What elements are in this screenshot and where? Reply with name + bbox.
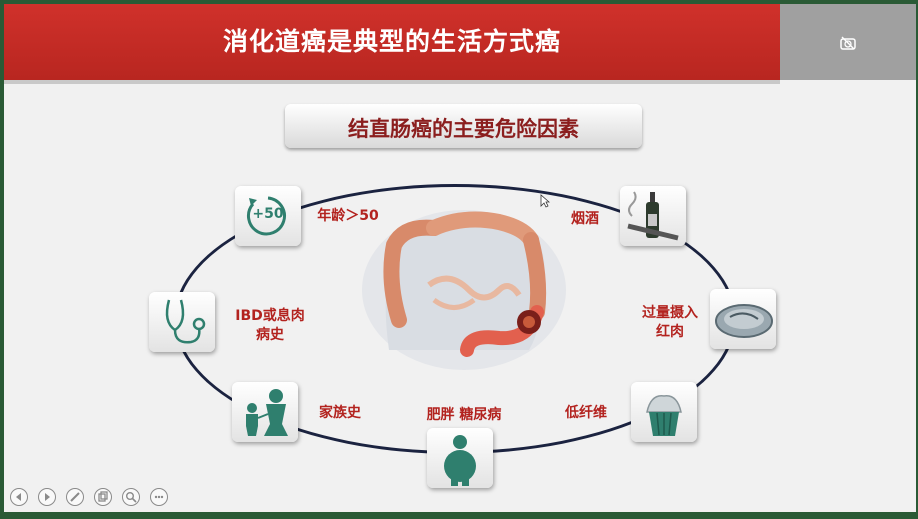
next-icon	[45, 493, 50, 501]
copy-button[interactable]	[94, 488, 112, 506]
smoking-alcohol-icon-box	[620, 186, 686, 246]
obesity-icon-box	[427, 428, 493, 488]
slide: 消化道癌是典型的生活方式癌 结直肠癌的主要危险因素	[4, 4, 916, 512]
age-icon-box: +50	[235, 186, 301, 246]
age-label: 年龄＞50	[317, 208, 379, 224]
pen-button[interactable]	[66, 488, 84, 506]
ibd-icon-box	[149, 292, 215, 352]
subtitle-box: 结直肠癌的主要危险因素	[285, 104, 642, 148]
title-bar: 消化道癌是典型的生活方式癌	[4, 4, 780, 84]
red-meat-label-line1: 过量摄入	[642, 305, 698, 321]
slide-subtitle: 结直肠癌的主要危险因素	[348, 117, 579, 141]
cupcake-icon	[646, 395, 682, 436]
family-label: 家族史	[319, 405, 361, 421]
red-meat-label: 过量摄入 红肉	[632, 304, 708, 342]
pen-icon	[70, 492, 80, 502]
obesity-label: 肥胖 糖尿病	[426, 407, 502, 423]
colon-illustration	[362, 210, 566, 370]
more-button[interactable]	[150, 488, 168, 506]
low-fiber-icon-box	[631, 382, 697, 442]
family-icon	[246, 389, 288, 436]
red-meat-icon-box	[710, 289, 776, 349]
age-cycle-icon	[246, 196, 286, 236]
more-icon	[154, 495, 164, 499]
slide-title: 消化道癌是典型的生活方式癌	[222, 27, 561, 56]
zoom-icon	[126, 492, 137, 503]
prev-slide-button[interactable]	[10, 488, 28, 506]
red-meat-label-line2: 红肉	[656, 324, 684, 340]
mouse-cursor-icon	[540, 194, 550, 208]
stethoscope-icon	[165, 299, 206, 344]
plate-icon	[715, 304, 773, 338]
family-icon-box	[232, 382, 298, 442]
copy-icon	[98, 491, 108, 502]
age-badge: +50	[252, 206, 284, 222]
ibd-label-line1: IBD或息肉	[235, 308, 305, 324]
camera-off-icon[interactable]	[840, 36, 856, 50]
wine-cigarette-icon	[627, 191, 679, 241]
next-slide-button[interactable]	[38, 488, 56, 506]
zoom-button[interactable]	[122, 488, 140, 506]
ibd-label: IBD或息肉 病史	[220, 307, 320, 345]
ibd-label-line2: 病史	[256, 327, 284, 343]
smoking-alcohol-label: 烟酒	[571, 211, 599, 227]
prev-icon	[16, 493, 21, 501]
obese-person-icon	[444, 435, 476, 486]
low-fiber-label: 低纤维	[565, 405, 607, 421]
side-panel	[780, 4, 916, 80]
